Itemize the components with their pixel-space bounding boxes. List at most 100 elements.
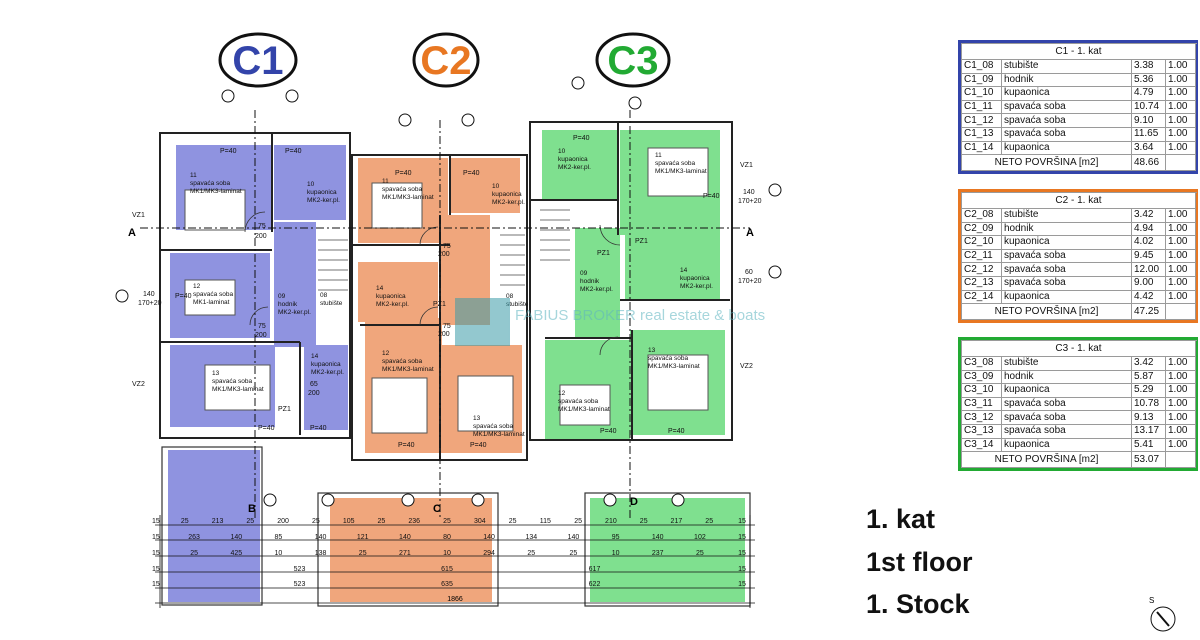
table-cell: hodnik [1001,72,1132,88]
table-cell: C3_09 [961,369,1002,385]
table-cell: 9.13 [1131,410,1166,425]
table-cell: hodnik [1001,369,1132,385]
table-cell: 4.42 [1131,289,1166,305]
table-cell: kupaonica [1001,235,1132,250]
table-title: C3 - 1. kat [961,340,1196,357]
table-cell: 3.42 [1131,356,1166,371]
dimension-value: 15 [152,550,160,557]
table-cell: C1_10 [961,86,1002,101]
table-cell: 4.94 [1131,221,1166,237]
dimension-value: 25 [640,518,648,525]
room-label-c1-12: 12 [193,283,201,290]
table-cell: C2_14 [961,289,1002,305]
table-cell: 13.17 [1131,423,1166,439]
table-total-row: NETO POVRŠINA [m2]48.6648.66 [961,154,1196,172]
dimension-value: 217 [671,518,683,525]
room-label-c3-14: MK2-ker.pl. [680,283,713,290]
area-table-c3: C3 - 1. katC3_08stubište3.421.003.42C3_0… [958,337,1198,472]
label-vz2: VZ2 [740,363,753,370]
label-p40: P=40 [285,148,302,155]
dimension-value: 236 [408,518,420,525]
room-label-c2-14: kupaonica [376,293,406,300]
label-pz1: PZ1 [278,406,291,413]
table-cell: 1.00 [1165,248,1196,264]
room-label-c2-12: MK1/MK3-laminat [382,366,434,373]
dimension-value: 15 [152,534,160,541]
table-cell: kupaonica [1001,140,1132,156]
label-p40: P=40 [398,442,415,449]
table-cell: 5.41 [1131,437,1166,453]
compass-icon: S [1149,596,1176,632]
table-cell: 3.42 [1131,208,1166,223]
dimension-value: 615 [441,566,453,573]
table-cell: 12.00 [1131,262,1166,277]
table-cell: 1.00 [1165,410,1196,425]
table-cell: C2_12 [961,262,1002,277]
label-vz1: VZ1 [132,212,145,219]
window-markers [115,76,782,507]
dimension-value: 10 [443,550,451,557]
dimension-value: 138 [315,550,327,557]
dimension-value: 25 [359,550,367,557]
table-title: C2 - 1. kat [961,192,1196,209]
label-pz1: PZ1 [635,238,648,245]
dimension-value: 425 [230,550,242,557]
label-p40: P=40 [470,442,487,449]
table-cell: spavaća soba [1001,410,1132,425]
table-cell: stubište [1001,59,1132,74]
room-label-c1-09: hodnik [278,301,298,308]
dimension-value: 25 [378,518,386,525]
label-window: 170+20 [738,278,762,285]
table-cell: 1.00 [1165,235,1196,250]
room-label-c2-11: spavaća soba [382,186,422,193]
table-cell: 1.00 [1165,356,1196,371]
room-label-c2-11: 11 [382,178,389,185]
table-cell: C3_14 [961,437,1002,453]
room-label-c2-10: 10 [492,183,500,190]
dimension-value: 121 [357,534,369,541]
table-cell: C3_08 [961,356,1002,371]
room-label-c3-10: 10 [558,148,566,155]
area-table-c1: C1 - 1. katC1_08stubište3.381.003.38C1_0… [958,40,1198,175]
label-dim: 75 [258,323,266,330]
room-label-c1-10: kupaonica [307,189,337,196]
table-cell: 1.00 [1165,289,1196,305]
section-b: B [248,503,256,515]
dimension-value: 523 [294,566,306,573]
dimension-value: 140 [483,534,495,541]
room-label-c1-10: 10 [307,181,315,188]
room-label-c1-08: stubište [320,300,343,307]
table-cell: 1.00 [1165,126,1196,142]
unit-c2-fill [330,158,522,602]
label-dim: 75 [443,323,451,330]
dimension-value: 25 [181,518,189,525]
dimension-value: 140 [315,534,327,541]
label-p40: P=40 [258,425,275,432]
room-label-c3-13: MK1/MK3-laminat [648,363,700,370]
table-cell: C1_13 [961,126,1002,142]
label-dim: 75 [258,223,266,230]
empty-cell [1165,154,1196,172]
svg-text:S: S [1149,596,1154,605]
label-window: 170+20 [738,198,762,205]
area-table-c2: C2 - 1. katC2_08stubište3.421.003.42C2_0… [958,189,1198,324]
table-cell: 9.45 [1131,248,1166,264]
table-cell: 5.87 [1131,369,1166,385]
label-window: 140 [143,291,155,298]
table-cell: 9.00 [1131,275,1166,291]
room-label-c3-11: 11 [655,152,662,159]
table-cell: kupaonica [1001,383,1132,398]
dimension-value: 25 [312,518,320,525]
